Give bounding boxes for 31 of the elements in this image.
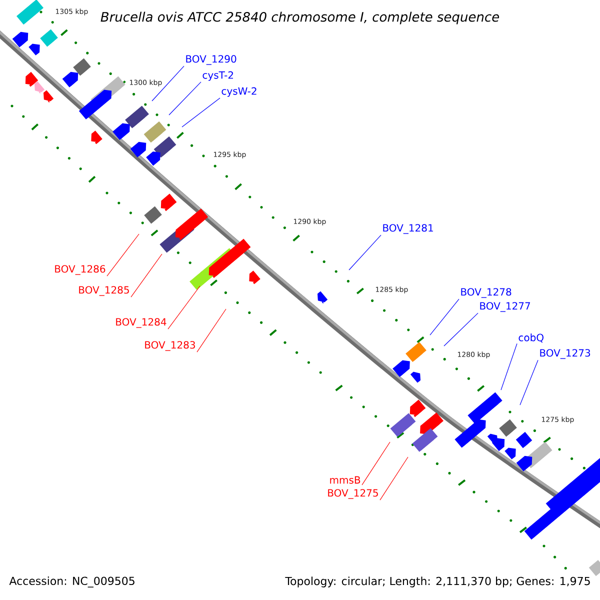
leader-line bbox=[348, 234, 382, 270]
leader-line bbox=[362, 442, 390, 486]
leader-line bbox=[500, 343, 518, 390]
gene-label: BOV_1277 bbox=[480, 302, 530, 312]
gene-label: mmsB bbox=[330, 476, 360, 484]
gene-label: BOV_1283 bbox=[145, 341, 195, 351]
leader-line bbox=[520, 360, 538, 406]
gene-label: BOV_1290 bbox=[186, 55, 236, 65]
leader-line bbox=[430, 298, 460, 336]
leader-line bbox=[380, 456, 408, 500]
gene-label: BOV_1285 bbox=[79, 286, 129, 296]
leader-line bbox=[196, 308, 226, 352]
gene-label: BOV_1286 bbox=[55, 265, 106, 275]
leader-line bbox=[168, 82, 202, 116]
gene-label: BOV_1284 bbox=[116, 318, 166, 328]
leader-line bbox=[168, 286, 200, 330]
leader-line bbox=[444, 312, 478, 346]
gene-label: BOV_1281 bbox=[383, 224, 433, 234]
gene-label: BOV_1275 bbox=[328, 489, 378, 499]
footer-text: Topology: circular; Length: 2,111,370 bp; Genes: 1,975 bbox=[285, 576, 590, 588]
leader-line bbox=[130, 254, 162, 298]
gene-label: cobQ bbox=[518, 334, 544, 342]
leader-line bbox=[182, 98, 220, 128]
leader-line bbox=[106, 234, 140, 276]
title: Brucella ovis ATCC 25840 chromosome I, complete sequence bbox=[100, 12, 500, 24]
gene-label: BOV_1278 bbox=[461, 288, 512, 298]
gene-label: cysW-2 bbox=[222, 87, 256, 97]
gene-label: cysT-2 bbox=[202, 71, 233, 81]
footer-text: Accession: NC_009505 bbox=[9, 576, 134, 588]
gene-label: BOV_1273 bbox=[540, 349, 590, 359]
leader-line bbox=[152, 66, 184, 102]
